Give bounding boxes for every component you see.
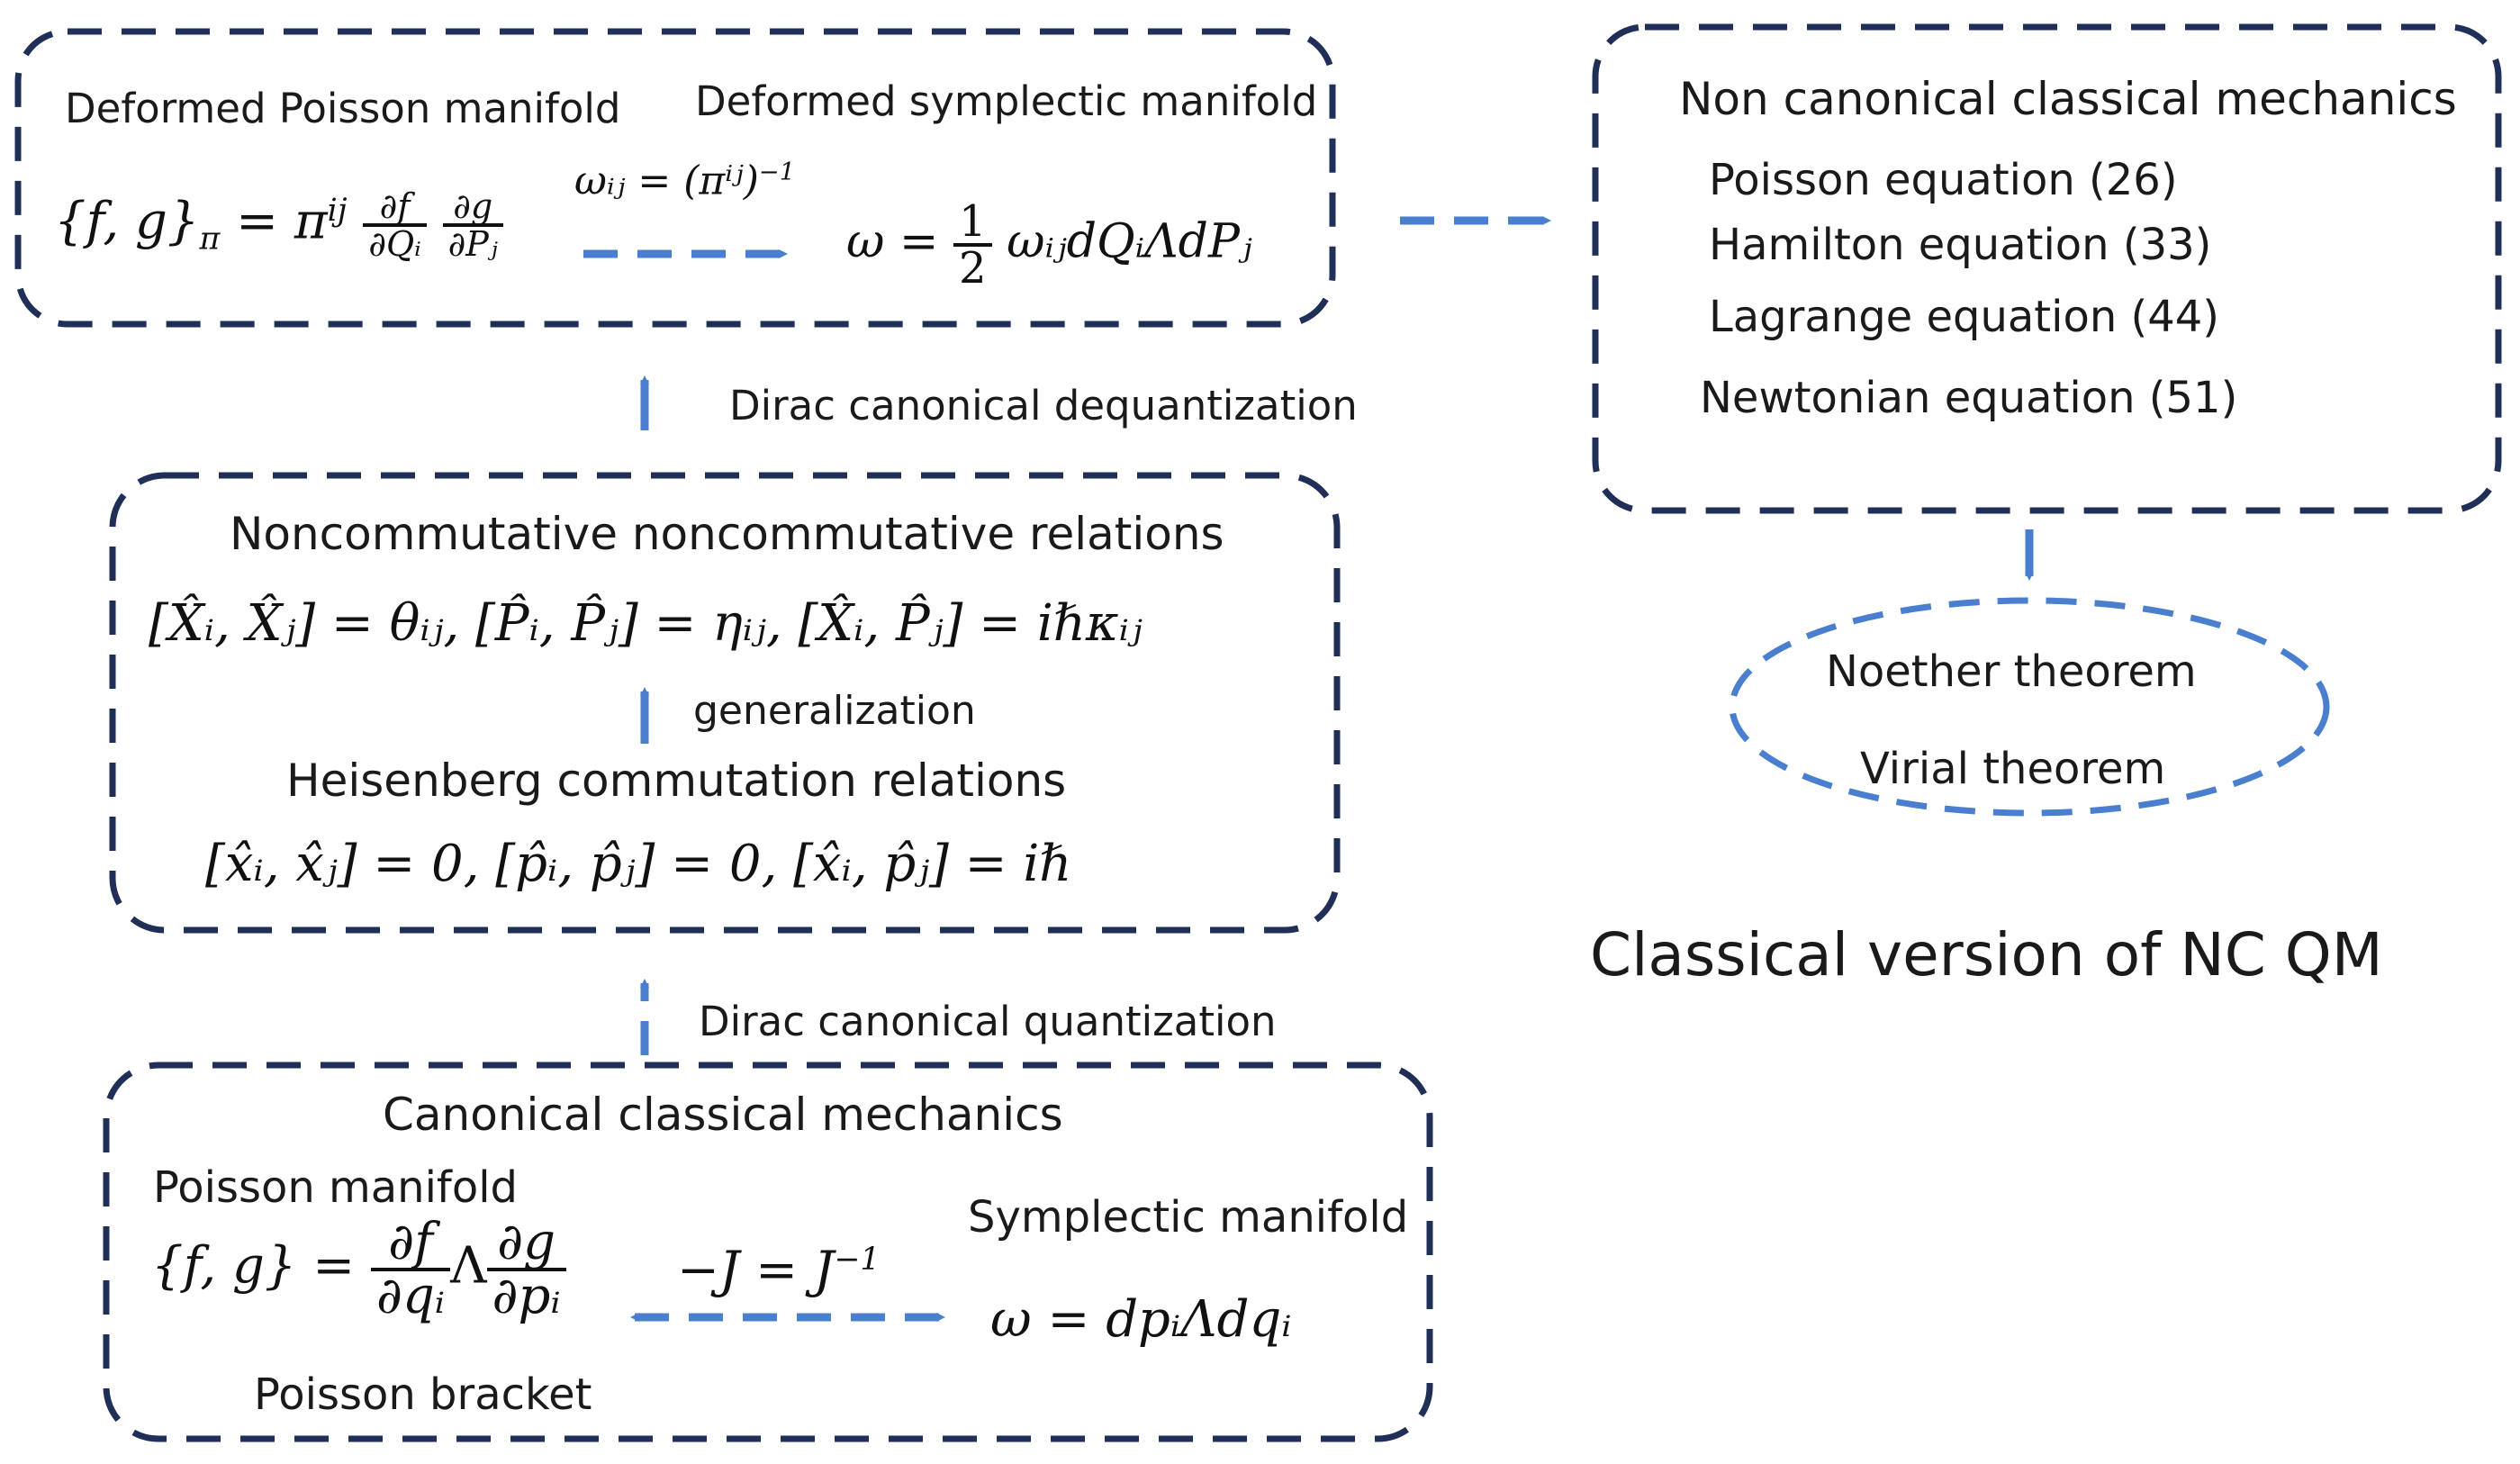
deformed-manifolds-box xyxy=(14,28,1336,328)
j-relation: −J = J−1 xyxy=(677,1241,881,1300)
poisson-manifold-label: Poisson manifold xyxy=(153,1162,518,1213)
noncanonical-mechanics-box xyxy=(1592,23,2502,514)
noncommutative-relations: [X̂ᵢ, X̂ⱼ] = θᵢⱼ, [P̂ᵢ, P̂ⱼ] = ηᵢⱼ, [X̂ᵢ… xyxy=(149,594,1143,653)
noncanonical-title: Non canonical classical mechanics xyxy=(1679,73,2457,125)
deformed-poisson-bracket: {f, g}π = πij ∂f∂Qᵢ ∂g∂Pⱼ xyxy=(54,189,503,261)
virial-theorem-label: Virial theorem xyxy=(1860,744,2166,794)
noether-theorem-label: Noether theorem xyxy=(1826,646,2197,697)
noncommutative-title: Noncommutative noncommutative relations xyxy=(230,508,1224,560)
dequantization-label: Dirac canonical dequantization xyxy=(729,382,1358,429)
generalization-label: generalization xyxy=(693,688,976,734)
lagrange-equation-item: Lagrange equation (44) xyxy=(1709,292,2220,342)
noncommutative-relations-box xyxy=(109,472,1341,934)
poisson-equation-item: Poisson equation (26) xyxy=(1709,155,2178,205)
deformed-poisson-title: Deformed Poisson manifold xyxy=(65,85,621,132)
symplectic-form: ω = dpᵢΛdqᵢ xyxy=(990,1290,1292,1349)
omega-ij-definition: ωᵢⱼ = (πⁱʲ)−1 xyxy=(574,158,796,204)
theorems-ellipse xyxy=(1729,597,2330,817)
quantization-label: Dirac canonical quantization xyxy=(699,998,1277,1045)
canonical-mechanics-title: Canonical classical mechanics xyxy=(383,1089,1063,1141)
canonical-mechanics-box xyxy=(103,1062,1433,1442)
symplectic-manifold-label: Symplectic manifold xyxy=(968,1192,1409,1243)
newtonian-equation-item: Newtonian equation (51) xyxy=(1700,373,2238,423)
deformed-symplectic-title: Deformed symplectic manifold xyxy=(695,77,1318,125)
hamilton-equation-item: Hamilton equation (33) xyxy=(1709,220,2212,270)
diagram-caption: Classical version of NC QM xyxy=(1590,920,2383,990)
poisson-bracket-label: Poisson bracket xyxy=(254,1369,592,1420)
heisenberg-title: Heisenberg commutation relations xyxy=(286,755,1067,807)
heisenberg-relations: [x̂ᵢ, x̂ⱼ] = 0, [p̂ᵢ, p̂ⱼ] = 0, [x̂ᵢ, p̂… xyxy=(205,835,1072,893)
